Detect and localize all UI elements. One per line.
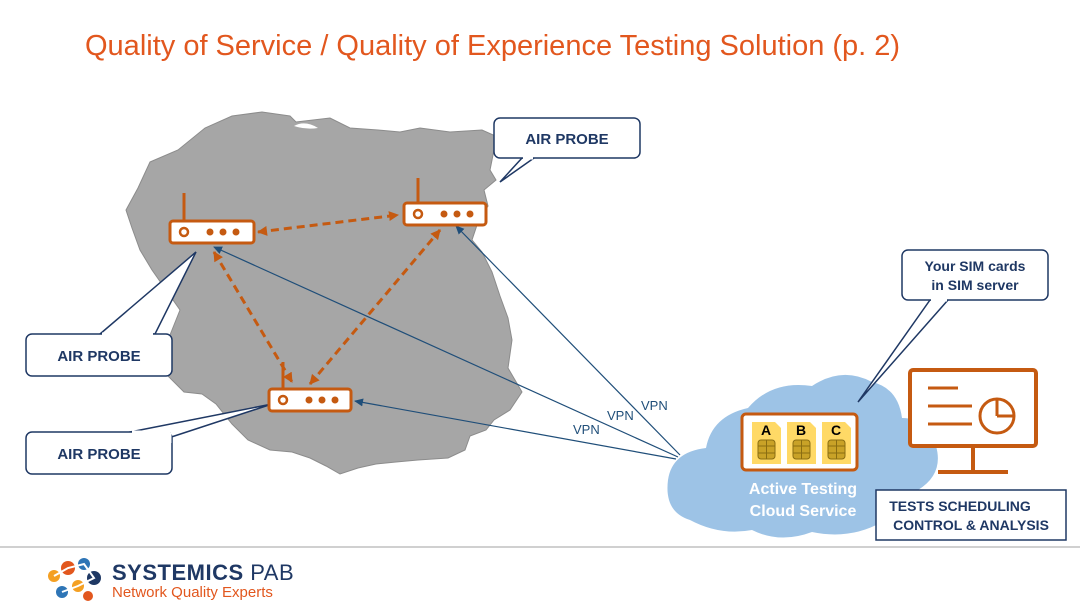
bay-shape [294, 123, 318, 129]
cloud-label-line1: Active Testing [749, 481, 857, 498]
tests-box-line2: CONTROL & ANALYSIS [893, 517, 1049, 533]
air-probe-label-left: AIR PROBE [57, 348, 140, 365]
sim-card-c-letter: C [831, 422, 841, 438]
router-icon-bottom [267, 362, 353, 413]
sim-callout-line1: Your SIM cards [925, 258, 1026, 274]
air-probe-callout-bottom: AIR PROBE [25, 403, 273, 475]
vpn-label-3: VPN [573, 422, 600, 437]
poland-map [125, 111, 523, 475]
sim-callout-line2: in SIM server [931, 277, 1019, 293]
air-probe-callout-top: AIR PROBE [493, 117, 641, 183]
systemics-logo-icon [48, 558, 101, 601]
sim-callout: Your SIM cards in SIM server [857, 249, 1049, 403]
air-probe-callout-left: AIR PROBE [25, 251, 197, 377]
sim-server: A B C [740, 412, 859, 472]
company-name-suffix: PAB [243, 560, 295, 585]
network-diagram: AIR PROBE AIR PROBE AIR PROBE Active Tes… [25, 111, 1067, 541]
sim-card-a-icon: A [752, 422, 781, 464]
router-icon-top [402, 178, 488, 227]
monitor-icon [908, 368, 1038, 474]
page-title: Quality of Service / Quality of Experien… [85, 30, 901, 62]
vpn-link-top-probe [455, 225, 681, 456]
tests-scheduling-box: TESTS SCHEDULING CONTROL & ANALYSIS [875, 489, 1067, 541]
sim-card-b-letter: B [796, 422, 806, 438]
vpn-label-2: VPN [607, 408, 634, 423]
company-name-main: SYSTEMICS [112, 560, 244, 585]
air-probe-label-top: AIR PROBE [525, 131, 608, 148]
probe-link-bottom-top [308, 229, 442, 385]
sim-card-b-icon: B [787, 422, 816, 464]
company-tagline: Network Quality Experts [112, 584, 273, 601]
cloud-label-line2: Cloud Service [750, 503, 857, 520]
footer-logo-text: SYSTEMICS PAB Network Quality Experts [112, 560, 294, 601]
company-name: SYSTEMICS PAB [112, 560, 294, 586]
probe-link-left-top [257, 211, 399, 236]
sim-card-c-icon: C [822, 422, 851, 464]
footer-divider [0, 546, 1080, 548]
sim-card-a-letter: A [761, 422, 771, 438]
vpn-label-1: VPN [641, 398, 668, 413]
vpn-link-bottom-probe [354, 398, 677, 460]
router-icon-left [168, 193, 256, 245]
air-probe-label-bottom: AIR PROBE [57, 446, 140, 463]
tests-box-line1: TESTS SCHEDULING [889, 498, 1031, 514]
